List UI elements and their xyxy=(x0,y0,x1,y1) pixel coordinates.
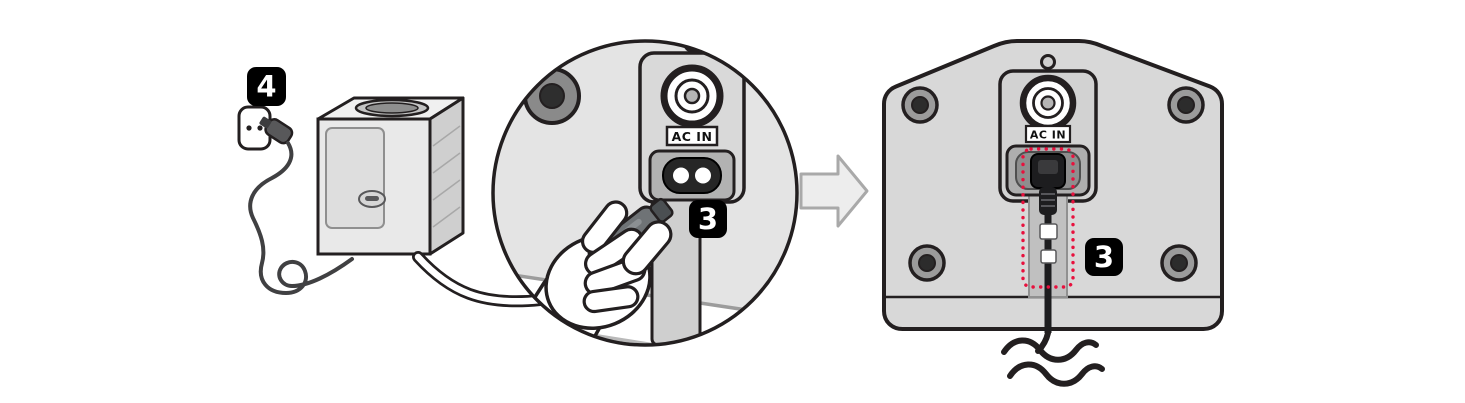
step4-badge: 4 xyxy=(247,67,286,106)
outlet-hole xyxy=(257,125,263,131)
speaker-driver-inner xyxy=(365,102,419,114)
speaker-power-cable xyxy=(412,251,546,308)
socket-hole xyxy=(695,167,711,184)
step3-badge-bg xyxy=(1085,238,1123,276)
ac-connector-pin xyxy=(683,87,701,105)
step3-badge-label: 3 xyxy=(698,202,718,236)
inserted-plug-icon xyxy=(1030,153,1066,333)
plug-neck xyxy=(259,116,272,129)
highlight-dotted-box xyxy=(1021,147,1075,289)
power-plug-icon xyxy=(259,116,294,145)
cable-slack-icon xyxy=(1001,330,1105,387)
plug-detail xyxy=(1038,160,1058,174)
cable-clip xyxy=(1039,223,1058,240)
thumb xyxy=(621,220,673,276)
speaker-side-face xyxy=(428,96,465,256)
speaker-port-slot xyxy=(365,196,379,201)
screw-icon xyxy=(901,86,939,124)
screw-icon xyxy=(1160,244,1198,282)
step4-badge-label: 4 xyxy=(256,70,276,104)
screw-icon xyxy=(908,244,946,282)
step3-badge-bg xyxy=(689,200,727,238)
cable-clip xyxy=(1040,249,1057,264)
ac-connector-pin xyxy=(1040,95,1056,111)
wave-icon xyxy=(1007,361,1105,387)
screw-icon xyxy=(1167,86,1205,124)
transition-arrow-icon xyxy=(799,154,869,228)
screw-hole xyxy=(1040,54,1056,70)
step4-scene: 4 xyxy=(237,67,546,308)
ac-in-label: AC IN xyxy=(1030,129,1066,142)
rear-ac-module: AC IN xyxy=(998,54,1098,333)
step3-badge-zoom: 3 xyxy=(689,200,727,238)
zoom-view: AC IN xyxy=(491,39,799,347)
power-cord xyxy=(248,141,354,296)
zoom-circle xyxy=(491,39,799,347)
step3-badge-panel: 3 xyxy=(1085,238,1123,276)
plug-tip xyxy=(649,197,674,223)
wave-icon xyxy=(1001,337,1099,363)
speaker-icon xyxy=(316,96,465,256)
step3-badge-label: 3 xyxy=(1094,240,1114,274)
socket-hole xyxy=(673,167,689,184)
rear-panel-scene: AC IN 3 xyxy=(882,39,1224,387)
ac-socket-icon xyxy=(662,157,722,194)
device-edge-line xyxy=(559,328,797,345)
outlet-hole xyxy=(246,125,252,131)
ac-in-label: AC IN xyxy=(672,129,713,144)
ac-in-label-box xyxy=(1024,124,1072,144)
ac-module: AC IN xyxy=(638,41,746,345)
speaker-side-grille xyxy=(432,125,461,228)
step4-badge-bg xyxy=(247,67,286,106)
screw-icon xyxy=(523,67,581,125)
finger xyxy=(580,200,629,254)
speaker-front-panel xyxy=(325,127,385,229)
ac-in-label-box xyxy=(665,125,719,147)
finger xyxy=(582,285,640,314)
